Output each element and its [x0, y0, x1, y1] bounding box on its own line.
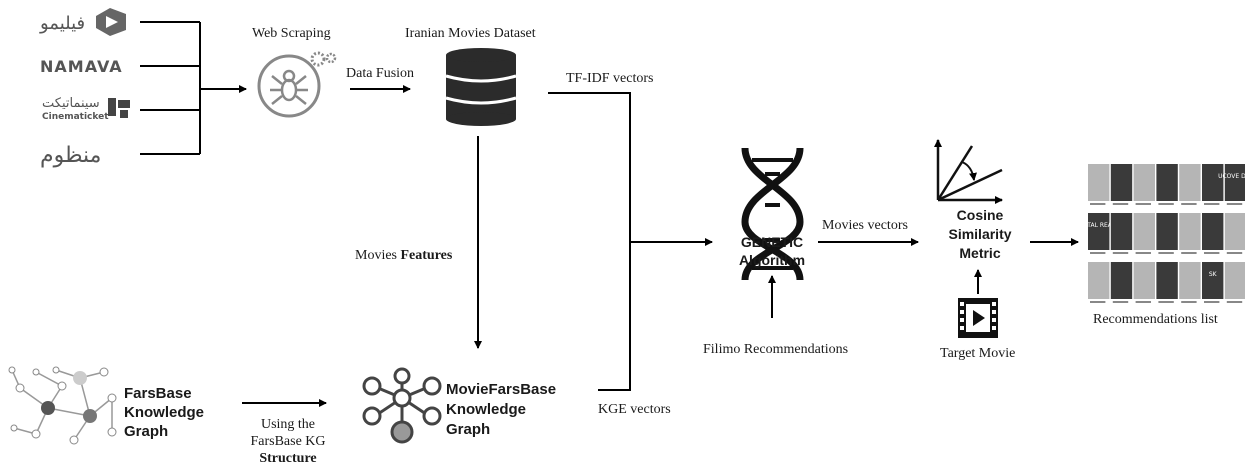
farsbase-label-3: Graph: [124, 423, 168, 440]
movies-vectors-label: Movies vectors: [822, 218, 908, 233]
poster-caption: [1090, 252, 1106, 254]
film-icon: [958, 298, 998, 338]
poster-caption: [1090, 203, 1106, 205]
moviefarsbase-label-1: MovieFarsBase: [446, 381, 556, 398]
poster-caption: [1204, 252, 1220, 254]
movie-poster: [1133, 164, 1155, 201]
recommendations-poster-grid: UCOVE DAY ITAL REA SK: [1086, 164, 1245, 303]
recommendations-label: Recommendations list: [1093, 312, 1218, 327]
poster-caption: [1135, 252, 1151, 254]
data-fusion-label: Data Fusion: [346, 66, 414, 81]
movie-poster: [1179, 164, 1201, 201]
poster-caption: [1158, 252, 1174, 254]
using-label-3: Structure: [259, 451, 316, 466]
target-movie-label: Target Movie: [940, 346, 1015, 361]
movie-poster: [1110, 262, 1133, 299]
cinematicket-logo: سینماتیکت Cinematicket: [42, 96, 130, 122]
filimo-text: فیلیمو: [39, 13, 85, 34]
movies-features-label: Movies Features: [355, 248, 453, 263]
poster-caption: [1112, 203, 1129, 205]
movie-poster: [1088, 262, 1110, 299]
cinematicket-fa: سینماتیکت: [42, 96, 100, 111]
source-bracket: [140, 21, 247, 155]
manzoom-logo: منظوم: [40, 143, 101, 168]
moviefarsbase-label-3: Graph: [446, 421, 490, 438]
filimo-logo: فیلیمو: [39, 8, 126, 36]
knowledge-graph-icon: [8, 366, 117, 445]
poster-caption: [1226, 203, 1243, 205]
movie-poster: [1224, 262, 1245, 299]
cosine-label-2: Similarity: [948, 226, 1011, 242]
genetic-label-2: Algorithm: [739, 252, 805, 268]
web-scraping-label: Web Scraping: [252, 26, 331, 41]
filimo-recs-label: Filimo Recommendations: [703, 342, 848, 357]
poster-caption: [1135, 203, 1151, 205]
movie-poster: [1156, 213, 1178, 250]
movie-poster: [1179, 262, 1201, 299]
database-icon: [445, 48, 517, 126]
dataset-label: Iranian Movies Dataset: [405, 26, 536, 41]
cosine-label-1: Cosine: [957, 207, 1004, 223]
poster-caption: [1226, 252, 1243, 254]
poster-title: SK: [1209, 271, 1218, 278]
poster-caption: [1181, 301, 1197, 303]
movie-poster: [1088, 164, 1110, 201]
poster-caption: [1181, 252, 1197, 254]
movie-poster: [1156, 262, 1178, 299]
poster-caption: [1158, 301, 1174, 303]
poster-caption: [1226, 301, 1243, 303]
moviefarsbase-label-2: Knowledge: [446, 401, 526, 418]
movie-poster: [1202, 262, 1224, 299]
vector-connector: [548, 92, 713, 391]
dna-icon: [741, 147, 804, 281]
movie-poster: [1110, 213, 1133, 250]
gears-icon: [310, 51, 337, 67]
movie-poster: [1133, 262, 1155, 299]
kge-label: KGE vectors: [598, 402, 671, 417]
using-label-2: FarsBase KG: [250, 434, 325, 449]
namava-logo: NAMAVA: [40, 57, 123, 76]
movie-poster: [1088, 213, 1110, 250]
cosine-label-3: Metric: [959, 245, 1000, 261]
movie-poster: [1156, 164, 1178, 201]
poster-caption: [1158, 203, 1174, 205]
farsbase-label-1: FarsBase: [124, 385, 192, 402]
farsbase-label-2: Knowledge: [124, 404, 204, 421]
poster-caption: [1204, 203, 1220, 205]
movie-poster: [1179, 213, 1201, 250]
movie-poster: [1110, 164, 1133, 201]
movie-poster: [1202, 213, 1224, 250]
using-label-1: Using the: [261, 417, 315, 432]
poster-title: UCOVE DAY: [1218, 173, 1245, 180]
vector-angle-icon: [934, 139, 1003, 204]
poster-title: ITAL REA: [1086, 222, 1113, 229]
movie-poster: [1224, 213, 1245, 250]
poster-caption: [1204, 301, 1220, 303]
poster-caption: [1112, 301, 1129, 303]
poster-caption: [1090, 301, 1106, 303]
graph-node-icon: [362, 367, 442, 444]
movie-poster: [1224, 164, 1245, 201]
spider-icon: [257, 54, 321, 118]
movie-poster: [1133, 213, 1155, 250]
tfidf-label: TF-IDF vectors: [566, 71, 654, 86]
genetic-label-1: GENETIC: [741, 234, 803, 250]
cinematicket-en: Cinematicket: [42, 112, 109, 122]
poster-caption: [1112, 252, 1129, 254]
movie-poster: [1202, 164, 1224, 201]
poster-caption: [1135, 301, 1151, 303]
poster-caption: [1181, 203, 1197, 205]
